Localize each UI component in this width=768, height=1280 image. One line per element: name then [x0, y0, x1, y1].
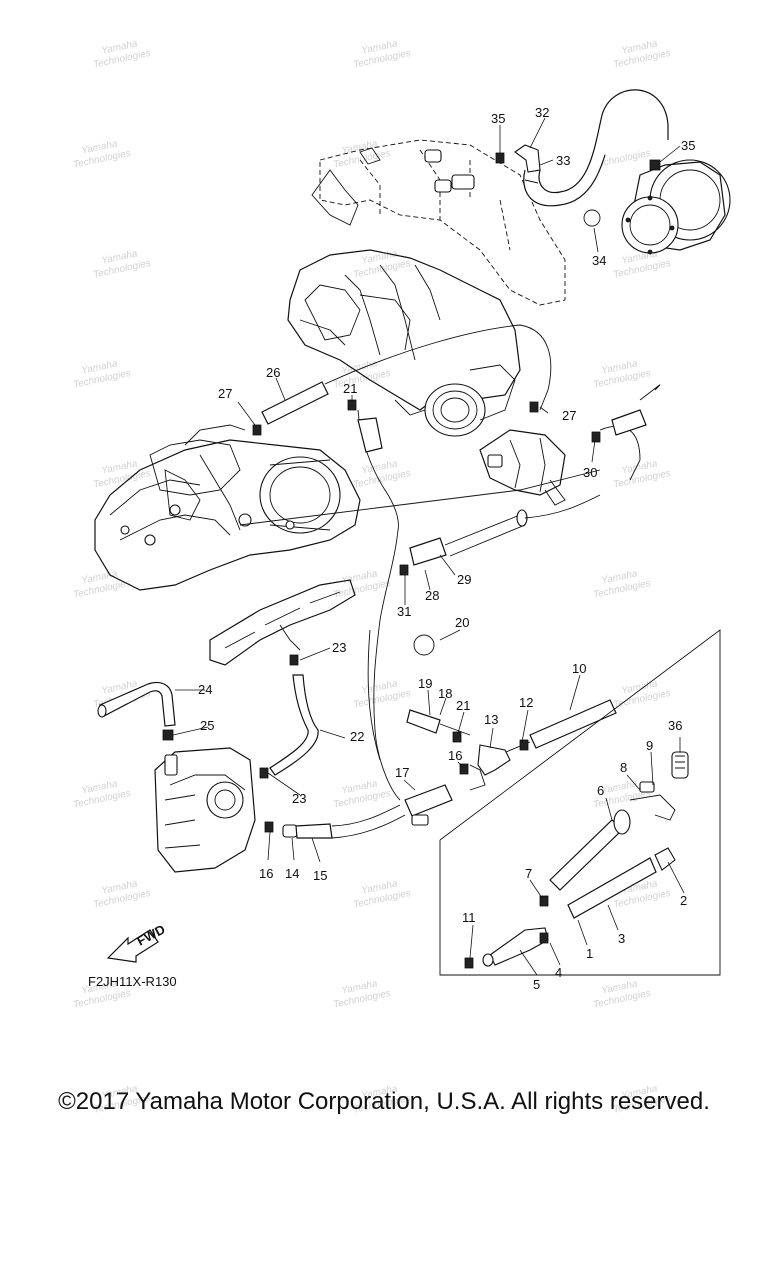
engine-lower-housing [94, 424, 361, 591]
hose-24 [97, 681, 176, 727]
callout-12: 12 [519, 695, 533, 710]
hose-17 [404, 784, 453, 826]
hose-19 [406, 709, 471, 736]
hose-15 [282, 804, 406, 839]
callout-32: 32 [535, 105, 549, 120]
callout-14: 14 [285, 866, 299, 881]
bracket-8 [629, 781, 676, 821]
water-box-bracket [479, 429, 566, 506]
callout-31: 31 [397, 604, 411, 619]
callout-7: 7 [525, 866, 532, 881]
callout-4: 4 [555, 965, 562, 980]
y-fitting-5 [482, 927, 549, 967]
hose-6 [549, 809, 631, 891]
callout-25: 25 [200, 718, 214, 733]
hose-33 [523, 89, 669, 207]
callout-20: 20 [455, 615, 469, 630]
callout-36: 36 [668, 718, 682, 733]
callout-10: 10 [572, 661, 586, 676]
reference-code: F2JH11X-R130 [88, 974, 177, 989]
callout-11: 11 [462, 910, 476, 925]
callout-30: 30 [583, 465, 597, 480]
callout-27a: 27 [218, 386, 232, 401]
pump-housing [154, 747, 256, 873]
callout-13: 13 [484, 712, 498, 727]
callout-33: 33 [556, 153, 570, 168]
engine-block [287, 249, 521, 437]
callout-27b: 27 [562, 408, 576, 423]
valve-36 [671, 751, 689, 779]
intake-plate [209, 579, 356, 666]
callout-35b: 35 [681, 138, 695, 153]
copyright-notice: ©2017 Yamaha Motor Corporation, U.S.A. A… [58, 1088, 710, 1115]
callout-18: 18 [438, 686, 452, 701]
callout-17: 17 [395, 765, 409, 780]
callout-9: 9 [646, 738, 653, 753]
callout-22: 22 [350, 729, 364, 744]
callout-16b: 16 [448, 748, 462, 763]
part-callouts: 1 2 3 4 5 6 7 8 9 10 11 12 13 14 15 16 1… [198, 105, 695, 992]
callout-8: 8 [620, 760, 627, 775]
callout-6: 6 [597, 783, 604, 798]
watermark-layer: YamahaTechnologiesYamahaTechnologiesYama… [72, 38, 672, 1115]
callout-26: 26 [266, 365, 280, 380]
hose-clamps [162, 152, 661, 969]
hose-26 [261, 324, 552, 425]
exhaust-manifold-upper [311, 139, 566, 306]
callout-1: 1 [586, 946, 593, 961]
fwd-arrow-icon: FWD [106, 922, 168, 963]
tee-fitting-13 [469, 744, 511, 791]
hose-vertical-left [357, 409, 401, 801]
callout-23b: 23 [292, 791, 306, 806]
callout-21b: 21 [456, 698, 470, 713]
hose-elbow-32 [514, 144, 541, 173]
leader-lines [172, 117, 685, 976]
callout-21a: 21 [343, 381, 357, 396]
hose-30 [524, 384, 661, 519]
line-engine-to-box [239, 469, 601, 526]
callout-3: 3 [618, 931, 625, 946]
callout-15: 15 [313, 868, 327, 883]
callout-5: 5 [533, 977, 540, 992]
callout-24: 24 [198, 682, 212, 697]
callout-19: 19 [418, 676, 432, 691]
hose-22 [269, 674, 319, 776]
hose-29 [409, 509, 528, 566]
callout-35a: 35 [491, 111, 505, 126]
callout-29: 29 [457, 572, 471, 587]
callout-2: 2 [680, 893, 687, 908]
exhaust-chamber [621, 159, 731, 255]
hose-3 [567, 847, 676, 919]
callout-28: 28 [425, 588, 439, 603]
callout-16a: 16 [259, 866, 273, 881]
callout-34: 34 [592, 253, 606, 268]
sub-assembly-frame [439, 629, 721, 976]
callout-23a: 23 [332, 640, 346, 655]
